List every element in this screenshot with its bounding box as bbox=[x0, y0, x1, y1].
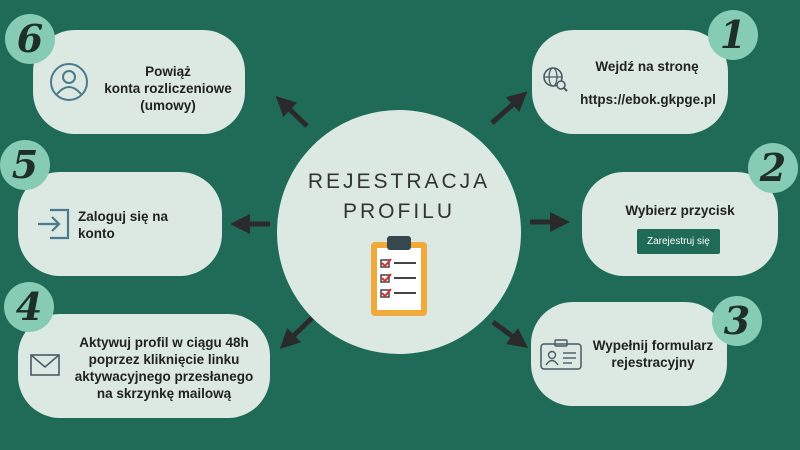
envelope-icon bbox=[30, 354, 60, 376]
step-2-card: Wybierz przycisk Zarejestruj się bbox=[582, 172, 778, 276]
step-1-line1: Wejdź na stronę bbox=[595, 59, 699, 74]
step-6-badge: 6 bbox=[5, 14, 55, 64]
step-1-card: Wejdź na stronę https://ebok.gkpge.pl bbox=[532, 30, 728, 134]
step-4-badge: 4 bbox=[4, 282, 54, 332]
step-3-card: Wypełnij formularz rejestracyjny bbox=[531, 302, 727, 406]
step-4-line2: poprzez kliknięcie linku bbox=[88, 352, 240, 367]
step-6-line2: konta rozliczeniowe bbox=[104, 81, 232, 96]
step-6-line1: Powiąż bbox=[145, 64, 191, 79]
step-5-card: Zaloguj się na konto bbox=[18, 172, 222, 276]
user-circle-icon bbox=[50, 63, 88, 101]
step-2-badge: 2 bbox=[748, 143, 798, 193]
step-6-line3: (umowy) bbox=[140, 98, 196, 113]
center-circle: REJESTRACJA PROFILU bbox=[277, 110, 521, 354]
step-6-card: Powiąż konta rozliczeniowe (umowy) bbox=[33, 30, 245, 134]
center-title-line1: REJESTRACJA bbox=[307, 170, 491, 193]
step-4-line4: na skrzynkę mailową bbox=[96, 386, 232, 401]
step-4-line3: aktywacyjnego przesłanego bbox=[74, 369, 254, 384]
arrow-to-step-4 bbox=[279, 316, 314, 349]
step-3-line1: Wypełnij formularz bbox=[592, 338, 714, 353]
step-4-line1: Aktywuj profil w ciągu 48h bbox=[79, 335, 249, 350]
step-3-line2: rejestracyjny bbox=[611, 355, 695, 370]
clipboard-checklist-icon bbox=[371, 236, 427, 316]
id-card-icon bbox=[540, 339, 582, 370]
arrow-to-step-6 bbox=[275, 96, 309, 128]
zarejestruj-button[interactable]: Zarejestruj się bbox=[637, 229, 720, 254]
step-1-badge: 1 bbox=[708, 10, 758, 60]
step-5-line2: konto bbox=[78, 226, 115, 241]
step-2-line1: Wybierz przycisk bbox=[625, 203, 735, 218]
step-1-url[interactable]: https://ebok.gkpge.pl bbox=[580, 92, 716, 107]
center-title-line2: PROFILU bbox=[342, 200, 455, 223]
globe-search-icon bbox=[543, 67, 568, 92]
arrow-to-step-3 bbox=[491, 319, 529, 348]
step-4-card: Aktywuj profil w ciągu 48h poprzez klikn… bbox=[18, 314, 270, 418]
arrow-to-step-1 bbox=[490, 91, 528, 125]
login-icon bbox=[38, 208, 70, 240]
step-5-line1: Zaloguj się na bbox=[78, 209, 169, 224]
step-3-badge: 3 bbox=[712, 296, 762, 346]
step-5-badge: 5 bbox=[0, 140, 50, 190]
